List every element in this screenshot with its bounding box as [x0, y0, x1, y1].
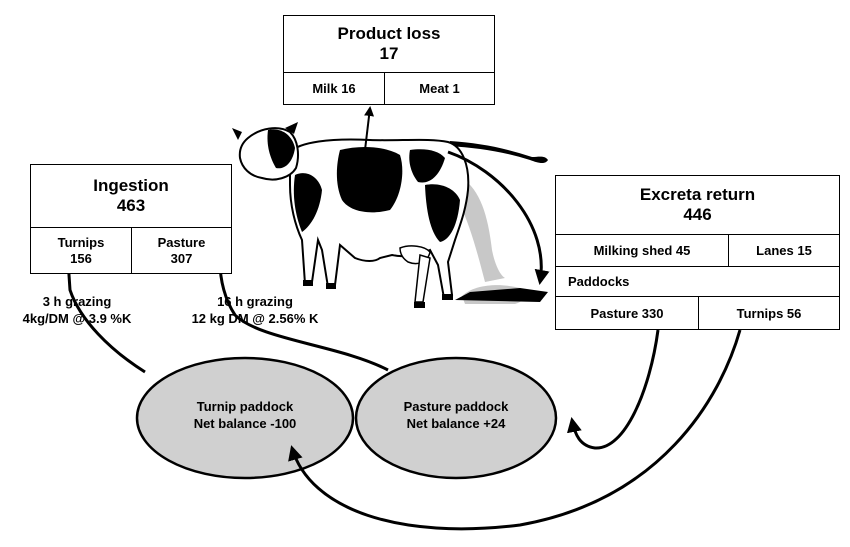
cow-illustration	[232, 122, 548, 308]
cow-hoof	[326, 283, 336, 289]
pasture-excreta-cell: Pasture 330	[556, 296, 698, 329]
milk-cell: Milk 16	[284, 72, 384, 104]
turnip-grazing-line1: 3 h grazing	[42, 294, 112, 309]
pasture-ingestion-label: Pasture	[157, 234, 206, 250]
pasture-grazing-line2: 12 kg DM @ 2.56% K	[191, 311, 319, 326]
turnips-ingestion-value: 156	[70, 250, 92, 266]
turnip-paddock-text: Turnip paddock Net balance -100	[165, 398, 325, 432]
cow-hind-leg	[414, 254, 431, 303]
turnips-ingestion-label: Turnips	[57, 234, 105, 250]
turnip-grazing-label: 3 h grazing 4kg/DM @ 3.9 %K	[2, 293, 152, 327]
cow-ear	[285, 122, 298, 134]
arrow-excreta-turnips-return	[288, 329, 742, 531]
pasture-paddock-balance: Net balance +24	[406, 416, 506, 431]
pasture-excreta-label: Pasture 330	[590, 305, 664, 321]
cow-spot	[409, 149, 445, 183]
cow-hoof	[414, 302, 425, 308]
turnip-paddock-balance: Net balance -100	[193, 416, 297, 431]
excreta-value: 446	[683, 205, 712, 224]
pasture-paddock-text: Pasture paddock Net balance +24	[376, 398, 536, 432]
arrow-pasture-to-ingestion	[212, 259, 389, 372]
cow-hoof	[303, 280, 313, 286]
pasture-ingestion-value: 307	[170, 250, 193, 266]
cow-ear	[232, 128, 242, 140]
cow-head-patch	[267, 129, 295, 169]
product-loss-value: 17	[379, 44, 399, 63]
turnips-excreta-cell: Turnips 56	[698, 296, 839, 329]
cow-hoof	[442, 294, 453, 300]
pasture-grazing-line1: 16 h grazing	[217, 294, 293, 309]
milking-shed-label: Milking shed 45	[593, 243, 691, 258]
meat-cell: Meat 1	[384, 72, 494, 104]
pasture-paddock-name: Pasture paddock	[403, 399, 509, 414]
arrow-excreta-pasture-return	[567, 329, 660, 450]
product-loss-box: Product loss 17 Milk 16 Meat 1	[283, 15, 495, 105]
cow-spot	[336, 147, 403, 213]
paddocks-cell: Paddocks	[556, 266, 839, 296]
turnip-paddock-name: Turnip paddock	[196, 399, 294, 414]
turnip-grazing-line2: 4kg/DM @ 3.9 %K	[22, 311, 132, 326]
ingestion-box: Ingestion 463 Turnips 156 Pasture 307	[30, 164, 232, 274]
pasture-grazing-label: 16 h grazing 12 kg DM @ 2.56% K	[175, 293, 335, 327]
pasture-ingestion-cell: Pasture 307	[131, 227, 231, 273]
arrow-cow-to-excreta	[447, 150, 550, 285]
pasture-paddock-ellipse	[354, 356, 558, 480]
milk-label: Milk 16	[312, 81, 356, 96]
excreta-title-cell: Excreta return 446	[556, 176, 839, 234]
lanes-label: Lanes 15	[756, 243, 812, 258]
meat-label: Meat 1	[419, 81, 460, 96]
milking-shed-cell: Milking shed 45	[556, 234, 728, 266]
lanes-cell: Lanes 15	[728, 234, 839, 266]
cow-spot	[425, 184, 460, 242]
excreta-return-box: Excreta return 446 Milking shed 45 Lanes…	[555, 175, 840, 330]
arrow-to-product-loss	[364, 106, 375, 151]
paddocks-label: Paddocks	[568, 274, 630, 289]
excreta-title: Excreta return	[639, 185, 756, 204]
cow-spot	[293, 173, 322, 232]
ingestion-value: 463	[116, 196, 146, 215]
turnips-ingestion-cell: Turnips 156	[31, 227, 131, 273]
excreta-shadow-shape	[460, 178, 505, 282]
product-loss-title-cell: Product loss 17	[284, 16, 494, 72]
ingestion-title-cell: Ingestion 463	[31, 165, 231, 227]
cow-tail	[448, 141, 548, 164]
product-loss-title: Product loss	[337, 24, 441, 43]
ingestion-title: Ingestion	[93, 176, 169, 195]
turnips-excreta-label: Turnips 56	[736, 305, 802, 321]
arrow-turnip-to-ingestion	[61, 257, 146, 374]
excreta-dark-base	[455, 288, 548, 302]
